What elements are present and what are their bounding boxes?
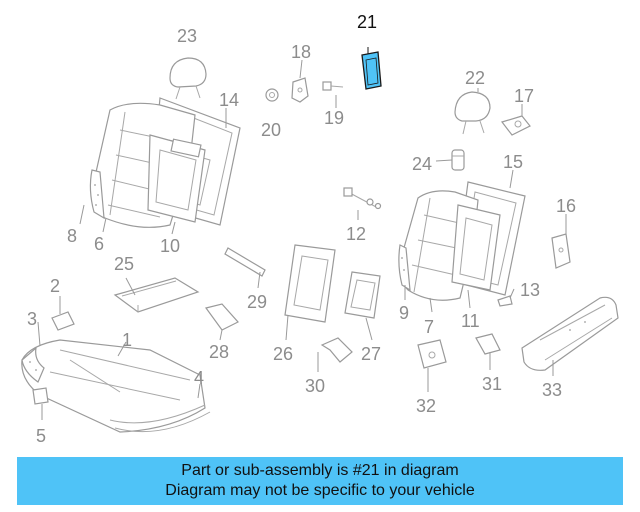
callout-18: 18 — [291, 42, 311, 62]
callout-32: 32 — [416, 396, 436, 416]
part-32-hinge — [417, 339, 447, 369]
part-19-bolt — [322, 81, 344, 91]
callout-16: 16 — [556, 196, 576, 216]
callout-5: 5 — [36, 426, 46, 446]
part-23-headrest — [169, 57, 207, 100]
callout-29: 29 — [247, 292, 267, 312]
callout-19: 19 — [324, 108, 344, 128]
callout-27: 27 — [361, 344, 381, 364]
part-4-seat-frame — [109, 404, 211, 433]
callout-2: 2 — [50, 276, 60, 296]
part-27-panel — [344, 271, 381, 319]
callout-4: 4 — [194, 368, 204, 388]
part-13-clip — [497, 295, 513, 307]
callout-26: 26 — [273, 344, 293, 364]
part-12-bolts — [343, 187, 382, 210]
callout-15: 15 — [503, 152, 523, 172]
part-5-bracket — [32, 387, 49, 405]
callout-28: 28 — [209, 342, 229, 362]
seat-parts-diagram: 1 2 3 4 5 6 7 8 9 10 11 12 13 14 15 16 1… — [21, 12, 619, 446]
info-banner: Part or sub-assembly is #21 in diagram D… — [17, 457, 623, 505]
part-8-backrest-pad — [89, 169, 105, 220]
callout-31: 31 — [482, 374, 502, 394]
part-21-highlighted — [361, 47, 382, 90]
part-10-backrest-panel — [147, 134, 206, 223]
callout-12: 12 — [346, 224, 366, 244]
part-31-bracket — [475, 333, 501, 355]
part-24-guide — [451, 149, 465, 171]
part-28-cover — [204, 303, 239, 331]
part-17-latch — [500, 115, 531, 136]
callout-8: 8 — [67, 226, 77, 246]
part-1-seat-cushion — [21, 339, 206, 433]
part-16-cover — [551, 233, 571, 269]
part-25-cushion-pad — [113, 277, 200, 313]
callout-14: 14 — [219, 90, 239, 110]
part-9-backrest-pad — [398, 244, 411, 292]
callout-24: 24 — [412, 154, 432, 174]
callout-13: 13 — [520, 280, 540, 300]
callout-21: 21 — [357, 12, 377, 32]
callout-11: 11 — [461, 311, 480, 331]
callout-3: 3 — [27, 309, 37, 329]
callout-1: 1 — [122, 330, 132, 350]
callout-23: 23 — [177, 26, 197, 46]
leader-lines — [37, 59, 567, 420]
callout-9: 9 — [399, 303, 409, 323]
part-18-bracket — [291, 77, 309, 103]
callout-25: 25 — [114, 254, 134, 274]
callout-10: 10 — [160, 236, 180, 256]
callout-22: 22 — [465, 68, 485, 88]
callout-30: 30 — [305, 376, 325, 396]
part-11-backrest-panel — [451, 204, 501, 291]
part-22-headrest — [454, 91, 491, 135]
part-29-trim — [224, 247, 266, 277]
part-20-grommet — [265, 88, 279, 102]
banner-line-2: Diagram may not be specific to your vehi… — [165, 482, 475, 499]
callout-33: 33 — [542, 380, 562, 400]
banner-line-1: Part or sub-assembly is #21 in diagram — [181, 462, 459, 479]
callout-7: 7 — [424, 317, 434, 337]
part-2-clip — [51, 311, 75, 331]
callout-6: 6 — [94, 234, 104, 254]
part-30-bracket — [320, 337, 353, 363]
part-26-panel — [284, 244, 336, 323]
part-3-cushion-edge — [21, 346, 45, 383]
callout-17: 17 — [514, 86, 534, 106]
part-33-armrest — [521, 296, 619, 371]
callout-20: 20 — [261, 120, 281, 140]
